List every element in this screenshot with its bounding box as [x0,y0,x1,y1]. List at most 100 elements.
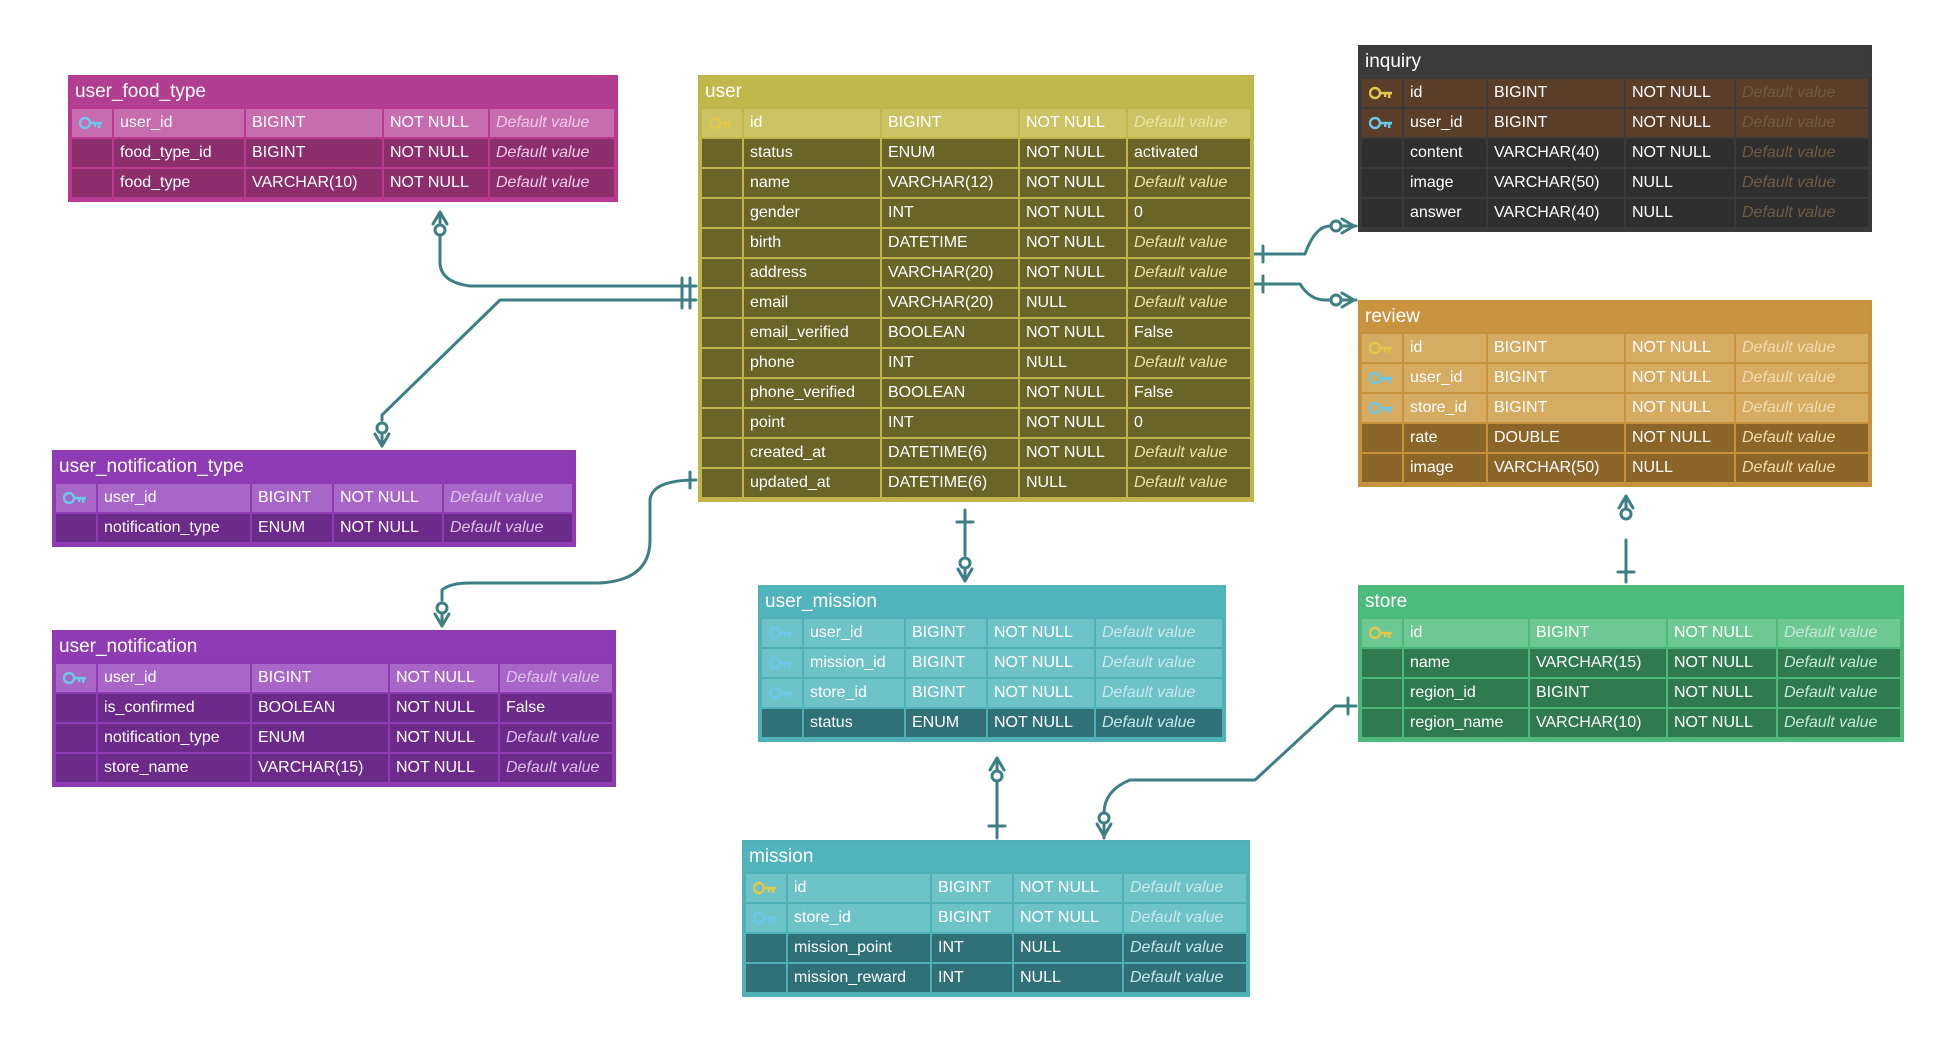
column-type[interactable]: INT [932,964,1012,992]
column-nullability[interactable]: NOT NULL [988,679,1094,707]
column-default[interactable]: Default value [1736,334,1868,362]
column-default[interactable]: activated [1128,139,1250,167]
column-type[interactable]: ENUM [882,139,1018,167]
column-nullability[interactable]: NULL [1020,289,1126,317]
column-name[interactable]: updated_at [744,469,880,497]
table-title[interactable]: mission [744,842,1248,872]
table-title[interactable]: user_mission [760,587,1224,617]
column-name[interactable]: created_at [744,439,880,467]
table-title[interactable]: user_notification_type [54,452,574,482]
column-type[interactable]: BIGINT [252,664,388,692]
column-default[interactable]: Default value [490,109,614,137]
column-type[interactable]: BOOLEAN [882,379,1018,407]
column-name[interactable]: address [744,259,880,287]
column-nullability[interactable]: NOT NULL [1020,169,1126,197]
column-name[interactable]: email [744,289,880,317]
column-default[interactable]: Default value [1096,679,1222,707]
table-title[interactable]: user_food_type [70,77,616,107]
column-default[interactable]: Default value [1128,349,1250,377]
column-nullability[interactable]: NULL [1626,454,1734,482]
column-nullability[interactable]: NOT NULL [1668,649,1776,677]
column-nullability[interactable]: NULL [1626,169,1734,197]
column-default[interactable]: Default value [1778,709,1900,737]
column-default[interactable]: Default value [1128,229,1250,257]
column-type[interactable]: VARCHAR(20) [882,259,1018,287]
column-type[interactable]: VARCHAR(20) [882,289,1018,317]
table-title[interactable]: user [700,77,1252,107]
column-nullability[interactable]: NOT NULL [1020,109,1126,137]
column-default[interactable]: 0 [1128,409,1250,437]
column-nullability[interactable]: NOT NULL [1020,409,1126,437]
column-nullability[interactable]: NOT NULL [1668,679,1776,707]
column-type[interactable]: VARCHAR(15) [252,754,388,782]
column-name[interactable]: id [788,874,930,902]
column-type[interactable]: BIGINT [246,139,382,167]
column-type[interactable]: BIGINT [906,679,986,707]
column-type[interactable]: DATETIME(6) [882,469,1018,497]
column-type[interactable]: BIGINT [1488,79,1624,107]
column-type[interactable]: VARCHAR(40) [1488,199,1624,227]
column-nullability[interactable]: NOT NULL [1668,709,1776,737]
column-default[interactable]: Default value [1128,109,1250,137]
column-name[interactable]: notification_type [98,514,250,542]
column-default[interactable]: Default value [1096,709,1222,737]
column-name[interactable]: mission_point [788,934,930,962]
column-default[interactable]: Default value [444,484,572,512]
column-default[interactable]: Default value [1736,364,1868,392]
column-type[interactable]: BIGINT [1530,619,1666,647]
column-default[interactable]: Default value [1736,394,1868,422]
column-name[interactable]: is_confirmed [98,694,250,722]
column-default[interactable]: False [1128,379,1250,407]
column-nullability[interactable]: NULL [1020,469,1126,497]
column-name[interactable]: rate [1404,424,1486,452]
column-type[interactable]: ENUM [252,724,388,752]
column-type[interactable]: ENUM [252,514,332,542]
column-default[interactable]: Default value [500,724,612,752]
column-name[interactable]: content [1404,139,1486,167]
table-title[interactable]: store [1360,587,1902,617]
column-nullability[interactable]: NOT NULL [384,169,488,197]
column-nullability[interactable]: NOT NULL [384,139,488,167]
column-name[interactable]: user_id [114,109,244,137]
column-nullability[interactable]: NOT NULL [390,724,498,752]
column-type[interactable]: BOOLEAN [882,319,1018,347]
column-name[interactable]: status [744,139,880,167]
table-title[interactable]: inquiry [1360,47,1870,77]
column-name[interactable]: mission_id [804,649,904,677]
column-default[interactable]: Default value [1778,619,1900,647]
column-name[interactable]: answer [1404,199,1486,227]
column-nullability[interactable]: NOT NULL [390,664,498,692]
column-type[interactable]: BIGINT [906,649,986,677]
column-type[interactable]: BIGINT [882,109,1018,137]
column-type[interactable]: VARCHAR(12) [882,169,1018,197]
